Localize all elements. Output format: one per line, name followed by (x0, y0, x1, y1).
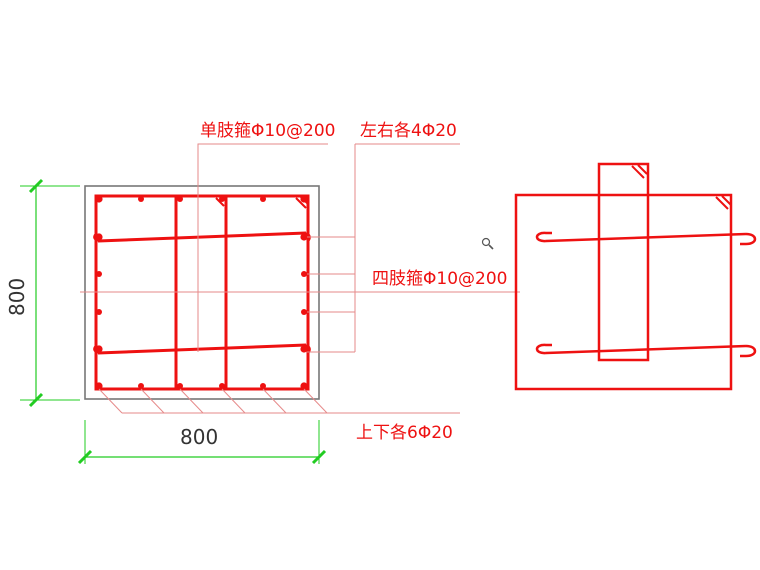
dimension-vertical (20, 178, 80, 408)
single-stirrup-label: 单肢箍Φ10@200 (200, 121, 335, 141)
rebar-dot (177, 383, 183, 389)
rebar-dot (138, 383, 144, 389)
stirrup-hook (215, 197, 225, 207)
detail-hook (721, 195, 732, 206)
detail-tie-bar (545, 344, 747, 355)
rebar-dot (177, 196, 183, 202)
height-dimension-text: 800 (5, 278, 29, 316)
four-leg-stirrup-label: 四肢箍Φ10@200 (372, 269, 507, 289)
column-section (84, 185, 320, 400)
side-bars-label: 左右各4Φ20 (360, 121, 457, 141)
rebar-dot (95, 345, 103, 353)
rebar-dot (219, 196, 225, 202)
rebar-dot (95, 233, 103, 241)
rebar-dot (300, 382, 308, 390)
top-bottom-bars-label: 上下各6Φ20 (356, 423, 453, 443)
rebar-dot (138, 196, 144, 202)
rebar-dot (95, 195, 103, 203)
rebar-dot (219, 383, 225, 389)
dimension-horizontal (77, 420, 327, 465)
single-leg-tie (97, 231, 307, 243)
tie-detail (514, 162, 757, 391)
detail-tie-bar (545, 232, 747, 243)
tie-hook (93, 233, 99, 243)
rebar-dot (96, 271, 102, 277)
rebar-dot (300, 345, 308, 353)
width-dimension-text: 800 (180, 425, 218, 449)
rebar-dot (95, 382, 103, 390)
detail-tie-hook (740, 344, 757, 358)
detail-hook (637, 164, 648, 175)
detail-tie-hook (535, 343, 552, 355)
rebar-dot (96, 309, 102, 315)
detail-tie-hook (535, 231, 552, 243)
rebar-dot (260, 196, 266, 202)
stirrup-hook (295, 197, 307, 209)
detail-hook (715, 196, 729, 210)
rebar-dot (300, 195, 308, 203)
rebar-dot (300, 233, 308, 241)
rebar-dot (260, 383, 266, 389)
detail-hook (631, 165, 645, 179)
detail-tie-hook (740, 232, 757, 246)
rebar-dot (301, 271, 307, 277)
single-leg-tie (97, 343, 307, 355)
magnifier-icon[interactable] (481, 237, 494, 250)
tie-hook (93, 345, 99, 355)
detail-outer-stirrup (514, 193, 733, 391)
rebar-dot (301, 309, 307, 315)
detail-single-stirrup (597, 162, 650, 362)
leader-lines (80, 143, 520, 414)
